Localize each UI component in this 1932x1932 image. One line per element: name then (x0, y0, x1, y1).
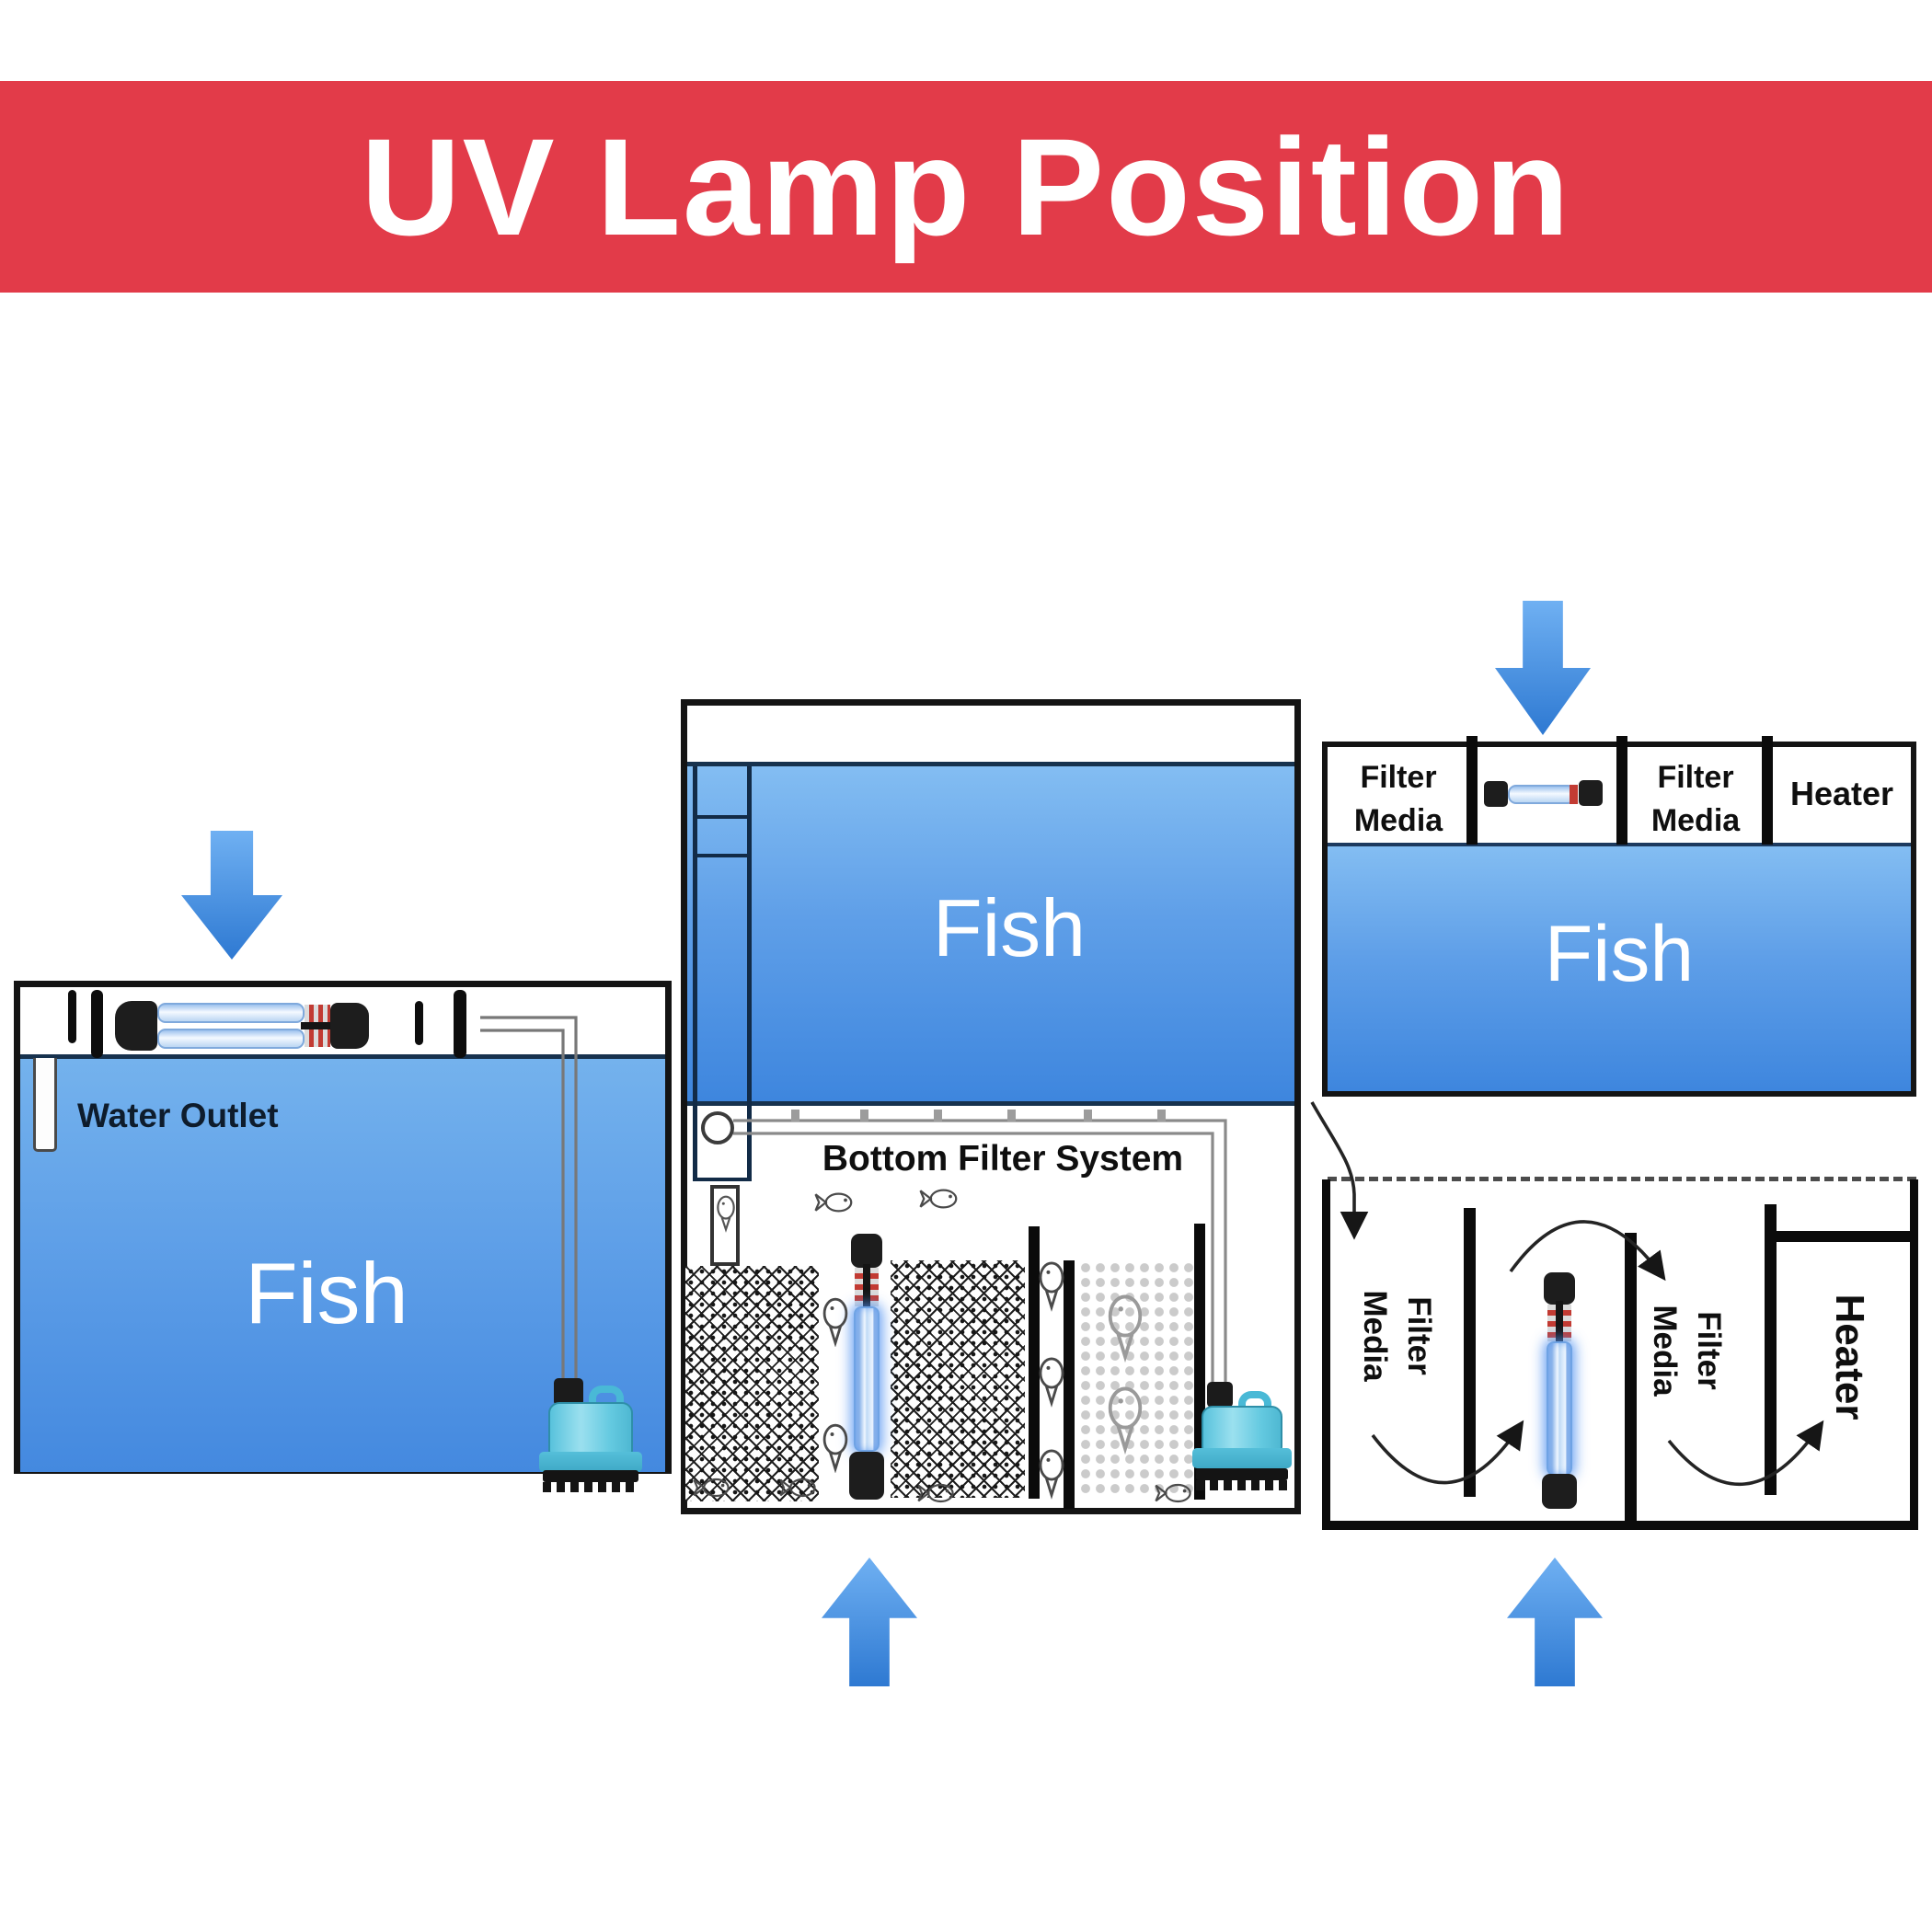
filter-media-line1: Filter (1401, 1296, 1437, 1375)
pump-handle (589, 1386, 624, 1408)
uv-lamp-cap (115, 1001, 157, 1051)
lamp-bracket (415, 1001, 423, 1045)
filter-media-label: Filter Media (1331, 756, 1466, 843)
fish-outline-icon (1104, 1288, 1146, 1365)
uv-lamp-tube (1508, 785, 1576, 804)
lid-divider (454, 990, 466, 1058)
filter-media-line1: Filter (1360, 760, 1437, 795)
filter-media-line1: Filter (1657, 760, 1734, 795)
title-banner: UV Lamp Position (0, 81, 1932, 293)
filter-media-line2: Media (1647, 1305, 1683, 1397)
fish-outline-icon (1036, 1446, 1067, 1500)
heater-chamber-lid (1765, 1231, 1916, 1242)
uv-lamp-cap (1579, 780, 1603, 806)
sump-baffle (1464, 1208, 1476, 1497)
arrow-up-icon (1507, 1558, 1603, 1686)
pump-base-flare (1192, 1448, 1292, 1468)
right-fish-label: Fish (1544, 910, 1695, 998)
pump-base-flare (539, 1452, 642, 1472)
filter-media-line2: Media (1650, 803, 1741, 838)
uv-lamp-pin-rod (301, 1022, 334, 1029)
compartment-divider (1762, 736, 1773, 845)
pump-body (548, 1402, 633, 1455)
filter-media-label-rotated: Filter Media (1352, 1267, 1441, 1405)
fish-outline-icon (813, 1189, 859, 1216)
fish-outline-icon (916, 1479, 960, 1507)
lamp-bracket (68, 990, 76, 1043)
middle-tank-water (687, 762, 1294, 1106)
sump-right-wall (1910, 1179, 1918, 1529)
pump-bristle-base (1196, 1468, 1288, 1480)
overflow-weir (697, 815, 747, 857)
pump-bristles (1196, 1480, 1288, 1490)
filter-media-line1: Filter (1691, 1311, 1727, 1390)
uv-lamp-cap (1544, 1272, 1575, 1305)
filter-mesh (891, 1260, 1025, 1498)
pump-bristles (543, 1482, 638, 1492)
bottom-filter-label: Bottom Filter System (822, 1139, 1184, 1179)
uv-lamp-cap (851, 1234, 882, 1268)
left-fish-label: Fish (245, 1245, 408, 1341)
fish-outline-icon (778, 1474, 822, 1501)
uv-lamp-tube (157, 1003, 305, 1023)
uv-lamp-tube (1547, 1341, 1572, 1476)
arrow-up-icon (822, 1558, 917, 1686)
fish-outline-icon (714, 1192, 738, 1233)
water-outlet-pipe (33, 1058, 57, 1152)
fish-outline-icon (1036, 1354, 1067, 1408)
compartment-divider (1466, 736, 1478, 845)
uv-lamp-cap (849, 1452, 884, 1500)
fish-outline-icon (815, 1421, 856, 1473)
filter-media-label: Filter Media (1631, 756, 1760, 843)
uv-lamp-pin-rod (1556, 1301, 1563, 1345)
pump-handle (1238, 1391, 1271, 1411)
fish-outline-icon (1104, 1380, 1146, 1457)
middle-fish-label: Fish (932, 882, 1087, 973)
water-outlet-label: Water Outlet (77, 1097, 279, 1134)
uv-lamp-pin-rod (863, 1264, 870, 1310)
sump-baffle (1765, 1204, 1777, 1495)
lamp-bracket (91, 990, 103, 1058)
uv-lamp-cap (1484, 781, 1508, 807)
page-title: UV Lamp Position (361, 109, 1571, 264)
filter-media-line2: Media (1357, 1290, 1393, 1382)
compartment-divider (1616, 736, 1627, 845)
arrow-down-icon (1495, 601, 1591, 735)
filter-media-label-rotated: Filter Media (1642, 1282, 1731, 1420)
water-pump-icon (1207, 1382, 1233, 1408)
sump-baffle (1625, 1233, 1637, 1522)
fish-outline-icon (1154, 1479, 1198, 1507)
uv-lamp-tube (157, 1029, 305, 1049)
sump-bottom-wall (1322, 1521, 1918, 1530)
uv-lamp-cap (330, 1003, 369, 1049)
sump-left-wall (1322, 1179, 1330, 1529)
uv-lamp-pins (1570, 785, 1578, 804)
fish-outline-icon (918, 1185, 964, 1213)
right-tank-water (1328, 843, 1911, 1091)
heater-label: Heater (1789, 775, 1894, 812)
heater-label-rotated: Heater (1827, 1294, 1872, 1420)
filter-mesh (685, 1266, 819, 1501)
fish-outline-icon (1036, 1259, 1067, 1312)
overflow-column (693, 766, 752, 1181)
uv-lamp-tube (854, 1306, 880, 1452)
arrow-down-icon (181, 831, 282, 960)
water-pump-icon (554, 1378, 583, 1406)
fish-outline-icon (692, 1474, 736, 1501)
uv-lamp-cap (1542, 1474, 1577, 1509)
pump-bristle-base (543, 1470, 638, 1482)
sump-water-level (1328, 1177, 1916, 1181)
pump-body (1202, 1406, 1282, 1452)
filter-media-line2: Media (1353, 803, 1443, 838)
fish-outline-icon (815, 1295, 856, 1347)
